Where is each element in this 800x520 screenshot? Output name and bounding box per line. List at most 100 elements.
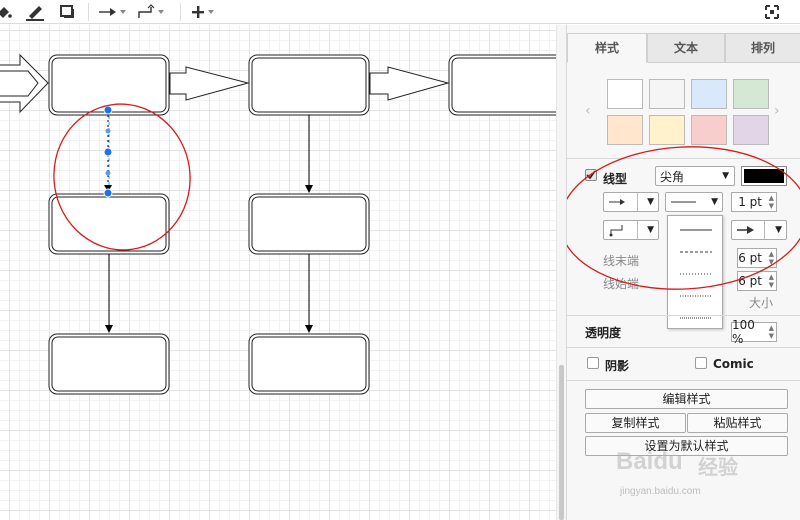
toolbar-separator (88, 3, 89, 21)
waypoints-button[interactable] (136, 0, 164, 24)
stepper-icon[interactable]: ▲▼ (768, 273, 774, 289)
line-color-picker[interactable] (741, 166, 787, 186)
connector-handle-start (103, 105, 113, 115)
connector-virtual-bend (105, 128, 111, 134)
annotation-circle (53, 103, 191, 251)
style-swatch-5[interactable] (607, 115, 643, 145)
process-box-6[interactable] (48, 333, 170, 395)
insert-button[interactable] (190, 0, 214, 24)
copy-style-button[interactable]: 复制样式 (585, 413, 686, 433)
waypoints-icon (609, 225, 623, 237)
arrow-end-icon (737, 226, 754, 234)
insert-plus-icon (192, 6, 204, 18)
process-box-3[interactable] (448, 54, 556, 116)
panel-divider (567, 347, 800, 348)
fill-color-button[interactable] (0, 0, 12, 24)
process-box-1[interactable] (48, 54, 170, 116)
chevron-down-icon: ▼ (722, 171, 729, 181)
chevron-down-icon: ▼ (647, 225, 654, 235)
diagram-canvas[interactable] (0, 25, 556, 520)
line-start-size-value: 6 pt (738, 274, 762, 288)
scrollbar-thumb[interactable] (559, 365, 564, 520)
selected-connector[interactable] (103, 105, 113, 198)
panel-divider (567, 380, 800, 381)
style-swatch-6[interactable] (649, 115, 685, 145)
waypoints-icon (138, 4, 155, 18)
line-color-swatch (744, 169, 784, 183)
chevron-down-icon (158, 10, 164, 14)
comic-checkbox[interactable] (695, 357, 707, 369)
connection-button[interactable] (98, 0, 126, 24)
canvas-scrollbar[interactable] (556, 25, 566, 520)
swatch-next-icon[interactable]: › (774, 103, 780, 119)
fullscreen-icon (765, 5, 779, 19)
line-checkbox[interactable] (585, 169, 597, 181)
shadow-button[interactable] (58, 0, 76, 24)
opacity-label: 透明度 (585, 326, 622, 340)
line-end-size-input[interactable]: 6 pt ▲▼ (737, 248, 777, 268)
chevron-down-icon: ▼ (711, 197, 718, 207)
line-end-size-value: 6 pt (738, 251, 762, 265)
opacity-value: 100 % (732, 318, 755, 346)
waypoint-style-select[interactable]: ▼ (603, 220, 659, 240)
toolbar-separator (180, 3, 181, 21)
opacity-input[interactable]: 100 % ▲▼ (731, 318, 777, 346)
process-box-2[interactable] (248, 54, 370, 116)
block-arrow-2[interactable] (369, 66, 450, 101)
swatch-prev-icon[interactable]: ‹ (585, 103, 591, 119)
line-start-size-input[interactable]: 6 pt ▲▼ (737, 271, 777, 291)
chevron-down-icon: ▼ (775, 225, 782, 235)
tab-style[interactable]: 样式 (567, 33, 647, 63)
fullscreen-button[interactable] (765, 0, 779, 24)
stepper-icon[interactable]: ▲▼ (768, 250, 774, 266)
line-pattern-select[interactable]: ▼ (665, 192, 723, 212)
line-start-label: 线始端 (603, 277, 640, 291)
line-end-label: 线末端 (603, 254, 640, 268)
connector-virtual-bend (105, 170, 111, 176)
size-label: 大小 (749, 296, 774, 310)
block-arrow-left-inner (0, 70, 39, 97)
paste-style-button[interactable]: 粘贴样式 (687, 413, 788, 433)
block-arrow-1[interactable] (169, 66, 250, 101)
panel-divider (567, 158, 800, 159)
line-label: 线型 (603, 172, 628, 186)
connector-handle-end (103, 188, 113, 198)
set-default-style-button[interactable]: 设置为默认样式 (585, 436, 788, 456)
line-width-input[interactable]: 1 pt ▲▼ (731, 192, 777, 212)
diagram-svg (0, 53, 556, 395)
line-end-arrow-select[interactable]: ▼ (731, 220, 787, 240)
stepper-icon[interactable]: ▲▼ (768, 324, 774, 340)
line-width-value: 1 pt (738, 195, 762, 209)
connection-arrow-icon (99, 8, 116, 16)
process-box-4[interactable] (48, 193, 170, 255)
edit-style-button[interactable]: 编辑样式 (585, 389, 788, 409)
panel-tabs: 样式 文本 排列 (567, 33, 800, 63)
shadow-checkbox[interactable] (587, 357, 599, 369)
panel-divider (567, 315, 800, 316)
process-box-5[interactable] (248, 193, 370, 255)
tab-text[interactable]: 文本 (647, 33, 725, 63)
block-arrow-left[interactable] (0, 53, 49, 114)
line-color-button[interactable] (24, 0, 46, 24)
style-swatch-4[interactable] (733, 79, 769, 109)
style-swatch-8[interactable] (733, 115, 769, 145)
tab-arrange[interactable]: 排列 (725, 33, 800, 63)
fill-icon (0, 7, 12, 18)
chevron-down-icon (208, 10, 214, 14)
shadow-label: 阴影 (605, 359, 630, 373)
style-swatch-1[interactable] (607, 79, 643, 109)
line-corner-select[interactable]: 尖角 ▼ (655, 166, 735, 186)
shadow-icon (60, 5, 74, 18)
line-pattern-dropdown (667, 215, 723, 329)
process-box-7[interactable] (248, 333, 370, 395)
connection-pattern-select[interactable]: ▼ (603, 192, 659, 212)
style-swatch-7[interactable] (691, 115, 727, 145)
solid-line-icon (671, 201, 696, 203)
style-swatch-2[interactable] (649, 79, 685, 109)
line-color-icon (26, 6, 44, 21)
line-pattern-options (680, 229, 712, 319)
stepper-icon[interactable]: ▲▼ (768, 194, 774, 210)
connection-arrow-icon (609, 199, 625, 205)
connector-handle-mid (103, 147, 113, 157)
style-swatch-3[interactable] (691, 79, 727, 109)
